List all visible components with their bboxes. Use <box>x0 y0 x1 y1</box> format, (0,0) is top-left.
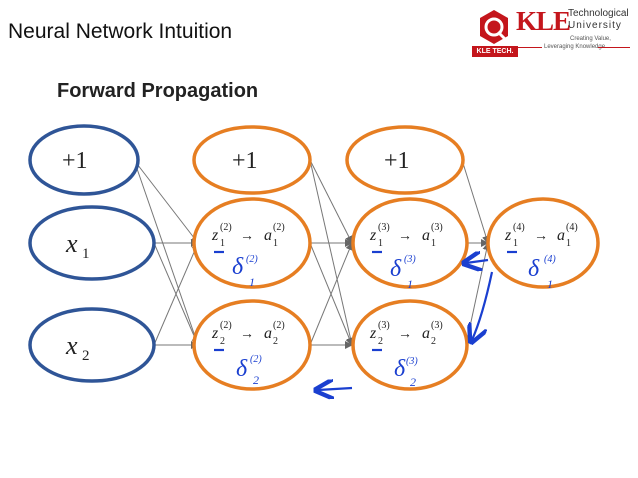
a-superscript: (3) <box>431 222 443 233</box>
layer3-unit2-node <box>351 299 469 391</box>
delta-subscript: 1 <box>249 275 255 289</box>
layer4-unit1-expression: z 1 (4) → a 1 (4) <box>504 222 578 249</box>
delta-subscript: 2 <box>410 375 416 389</box>
a-symbol: a <box>422 325 430 342</box>
z-subscript: 2 <box>220 336 225 347</box>
a-symbol: a <box>422 227 430 244</box>
x2-subscript: 2 <box>82 348 90 364</box>
z-superscript: (3) <box>378 222 390 233</box>
z-superscript: (4) <box>513 222 525 233</box>
delta-subscript: 1 <box>547 277 553 291</box>
backprop-arrow-icon <box>466 260 489 263</box>
a-superscript: (3) <box>431 320 443 331</box>
input-bias-label: +1 <box>62 148 88 174</box>
z-symbol: z <box>504 227 512 244</box>
section-title: Forward Propagation <box>57 80 259 102</box>
a-symbol: a <box>264 227 272 244</box>
logo-divider <box>512 47 542 48</box>
delta-superscript: (2) <box>246 254 258 265</box>
z-superscript: (3) <box>378 320 390 331</box>
layer3-bias-node <box>345 125 465 195</box>
layer3-bias-label: +1 <box>384 148 410 174</box>
a-symbol: a <box>557 227 565 244</box>
logo-line2: University <box>568 20 622 31</box>
arrow-icon: → <box>398 229 412 244</box>
delta-superscript: (2) <box>250 354 262 365</box>
layer2-unit1-node <box>192 197 312 289</box>
delta-subscript: 1 <box>407 277 413 291</box>
x1-label: x <box>65 229 78 258</box>
a-subscript: 2 <box>273 336 278 347</box>
logo-badge-text: KLE TECH. <box>472 46 518 57</box>
x2-label: x <box>65 331 78 360</box>
a-superscript: (2) <box>273 320 285 331</box>
delta-superscript: (3) <box>406 356 418 367</box>
z-subscript: 1 <box>378 238 383 249</box>
node-labels: +1 x 1 x 2 +1 +1 z 1 (2) → a 1 (2) z 2 (… <box>62 148 578 364</box>
university-logo: KLE TECH. KLE Technological University C… <box>472 6 632 58</box>
arrow-icon: → <box>398 327 412 342</box>
delta-symbol: δ <box>232 254 244 280</box>
layer4-unit1-node <box>486 197 600 289</box>
delta-superscript: (3) <box>404 254 416 265</box>
network-edges <box>133 159 491 349</box>
logo-line1: Technological <box>568 8 629 19</box>
delta-symbol: δ <box>236 356 248 382</box>
logo-brand: KLE <box>516 6 571 36</box>
a-superscript: (4) <box>566 222 578 233</box>
layer3-unit1-expression: z 1 (3) → a 1 (3) <box>369 222 443 249</box>
delta-labels: δ (2) 1 δ (2) 2 δ (3) 1 δ (3) 2 δ (4) 1 <box>232 254 556 389</box>
z-subscript: 1 <box>220 238 225 249</box>
z-symbol: z <box>211 325 219 342</box>
z-symbol: z <box>211 227 219 244</box>
layer3-unit1-node <box>351 197 469 289</box>
z-subscript: 2 <box>378 336 383 347</box>
layer2-bias-label: +1 <box>232 148 258 174</box>
backprop-arrow-icon <box>318 388 353 390</box>
a-subscript: 1 <box>431 238 436 249</box>
arrow-icon: → <box>240 229 254 244</box>
logo-tagline1: Creating Value, <box>570 36 611 42</box>
slide-title: Neural Network Intuition <box>8 20 233 43</box>
delta-symbol: δ <box>394 356 406 382</box>
input-bias-node <box>28 124 140 196</box>
arrow-icon: → <box>240 327 254 342</box>
delta-superscript: (4) <box>544 254 556 265</box>
delta-symbol: δ <box>390 256 402 282</box>
a-subscript: 2 <box>431 336 436 347</box>
x1-subscript: 1 <box>82 246 90 262</box>
layer2-unit2-expression: z 2 (2) → a 2 (2) <box>211 320 285 347</box>
delta-subscript: 2 <box>253 373 259 387</box>
layer3-unit2-expression: z 2 (3) → a 2 (3) <box>369 320 443 347</box>
logo-badge-icon <box>480 10 508 44</box>
backprop-arrow-icon <box>472 271 494 340</box>
handwritten-annotations <box>214 250 517 390</box>
a-subscript: 1 <box>273 238 278 249</box>
layer2-unit1-expression: z 1 (2) → a 1 (2) <box>211 222 285 249</box>
arrow-icon: → <box>534 229 548 244</box>
z-superscript: (2) <box>220 320 232 331</box>
a-symbol: a <box>264 325 272 342</box>
network-nodes <box>28 124 600 391</box>
a-subscript: 1 <box>566 238 571 249</box>
z-superscript: (2) <box>220 222 232 233</box>
z-symbol: z <box>369 227 377 244</box>
layer2-bias-node <box>192 125 312 195</box>
input-x2-node <box>28 307 156 383</box>
input-x1-node <box>28 205 156 281</box>
z-subscript: 1 <box>513 238 518 249</box>
logo-divider <box>598 47 630 48</box>
layer2-unit2-node <box>192 299 312 391</box>
delta-symbol: δ <box>528 256 540 282</box>
logo-tagline2: Leveraging Knowledge <box>544 44 606 50</box>
a-superscript: (2) <box>273 222 285 233</box>
z-symbol: z <box>369 325 377 342</box>
